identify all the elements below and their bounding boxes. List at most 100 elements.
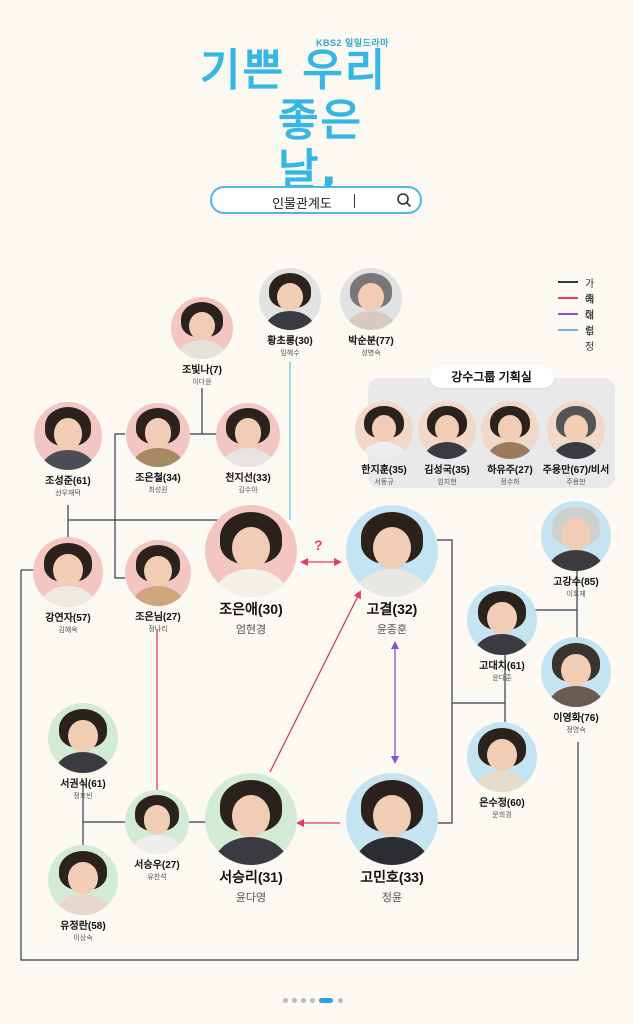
avatar: [171, 297, 233, 359]
person-park-sunbun[interactable]: 박순분(77) 성병숙: [337, 268, 405, 358]
person-jo-seongjun[interactable]: 조성준(61) 선우재덕: [33, 402, 103, 498]
love-lines: [156, 558, 361, 827]
person-name: 조은철(34): [135, 473, 181, 484]
actor-name: 이상숙: [73, 935, 93, 942]
avatar: [259, 268, 321, 330]
person-name: 유정란(58): [60, 921, 106, 932]
person-name: 고강수(85): [553, 577, 599, 588]
avatar: [205, 505, 297, 597]
actor-name: 임혜수: [280, 350, 300, 357]
page-dot[interactable]: [292, 998, 297, 1003]
avatar: [467, 722, 537, 792]
question-mark: ?: [314, 537, 323, 553]
person-name: 서권식(61): [60, 779, 106, 790]
actor-name: 이호재: [566, 591, 586, 598]
actor-name: 성병숙: [361, 350, 381, 357]
actor-name: 임지현: [437, 479, 457, 486]
person-seo-seungri[interactable]: 서승리(31) 윤다영: [203, 773, 299, 905]
avatar: [355, 401, 413, 459]
page-dot[interactable]: [338, 998, 343, 1003]
person-name: 강연자(57): [45, 613, 91, 624]
person-name: 한지훈(35): [361, 465, 407, 476]
person-name: 황초롱(30): [267, 336, 313, 347]
person-lee-yeonghwa[interactable]: 이영화(76) 정영숙: [540, 637, 612, 735]
actor-name: 정영숙: [566, 727, 586, 734]
person-jo-euna[interactable]: 조은애(30) 엄현경: [203, 505, 299, 637]
line-gyeol-family: [437, 539, 505, 824]
page-dot[interactable]: [310, 998, 315, 1003]
person-eun-sujeong[interactable]: 은수정(60) 문희경: [466, 722, 538, 820]
person-name: 김성국(35): [424, 465, 470, 476]
person-seo-gwonsik[interactable]: 서권식(61) 정호빈: [47, 703, 119, 801]
avatar: [481, 401, 539, 459]
avatar: [205, 773, 297, 865]
person-kang-yeonja[interactable]: 강연자(57) 김혜옥: [32, 537, 104, 635]
avatar: [48, 703, 118, 773]
line-eunchul-eunnim: [114, 433, 125, 579]
person-go-gyeol[interactable]: 고결(32) 윤종훈: [344, 505, 440, 637]
avatar: [125, 540, 191, 606]
person-name: 조성준(61): [45, 476, 91, 487]
page-dot[interactable]: [301, 998, 306, 1003]
actor-name: 윤종훈: [376, 624, 408, 636]
person-name: 박순분(77): [348, 336, 394, 347]
person-jo-binna[interactable]: 조빛나(7) 이다윤: [168, 297, 236, 387]
person-jo-eunchul[interactable]: 조은철(34) 최성원: [123, 403, 193, 495]
person-name: 주용만(67)/비서: [542, 465, 610, 476]
arrow-seungri-gyeol: [269, 590, 361, 773]
title-line-1: 기쁜 우리: [200, 45, 388, 96]
page-dot-active[interactable]: [319, 998, 333, 1003]
avatar: [541, 637, 611, 707]
person-name: 은수정(60): [479, 798, 525, 809]
person-name: 이영화(76): [553, 713, 599, 724]
person-go-minho[interactable]: 고민호(33) 정윤: [344, 773, 440, 905]
actor-name: 주용만: [566, 479, 586, 486]
actor-name: 윤다영: [235, 892, 267, 904]
avatar: [33, 537, 103, 607]
line-seongjun-yeonja: [67, 505, 220, 540]
avatar: [340, 268, 402, 330]
person-name: 서승리(31): [219, 869, 283, 885]
line-outer-frame: [20, 570, 579, 961]
actor-name: 최성원: [148, 487, 168, 494]
person-seo-seungu[interactable]: 서승우(27) 유찬석: [124, 790, 190, 882]
title-line-2: 좋은 날,: [278, 95, 363, 196]
actor-name: 정호빈: [73, 793, 93, 800]
person-name: 조빛나(7): [182, 365, 222, 376]
person-han-jihun[interactable]: 한지훈(35) 서동규: [352, 401, 416, 487]
line-binna-parents: [188, 388, 218, 435]
group-title: 강수그룹 기획실: [429, 366, 554, 388]
avatar: [467, 585, 537, 655]
person-go-daechi[interactable]: 고대치(61) 윤다훈: [466, 585, 538, 683]
avatar: [346, 505, 438, 597]
actor-name: 김수아: [238, 487, 258, 494]
avatar: [125, 790, 189, 854]
avatar: [418, 401, 476, 459]
person-name: 고대치(61): [479, 661, 525, 672]
person-name: 조은애(30): [219, 601, 283, 617]
actor-name: 엄현경: [235, 624, 267, 636]
person-name: 하유주(27): [487, 465, 533, 476]
person-yu-jeongran[interactable]: 유정란(58) 이상숙: [47, 845, 119, 943]
person-name: 조은님(27): [135, 612, 181, 623]
person-cheon-jiseon[interactable]: 천지선(33) 김수아: [213, 403, 283, 495]
person-ju-yongman[interactable]: 주용만(67)/비서 주용만: [538, 401, 614, 487]
text-caret: [354, 194, 355, 208]
avatar: [346, 773, 438, 865]
person-kim-seongguk[interactable]: 김성국(35) 임지현: [415, 401, 479, 487]
actor-name: 이다윤: [192, 379, 212, 386]
person-jo-eunnim[interactable]: 조은님(27) 정나리: [123, 540, 193, 634]
person-hwang-chorong[interactable]: 황초롱(30) 임혜수: [256, 268, 324, 358]
search-text: 인물관계도: [272, 196, 332, 211]
person-go-gangsu[interactable]: 고강수(85) 이호재: [540, 501, 612, 599]
search-box[interactable]: 인물관계도: [210, 186, 422, 214]
person-ha-yuju[interactable]: 하유주(27) 정수하: [478, 401, 542, 487]
person-name: 고결(32): [366, 601, 418, 617]
avatar: [216, 403, 280, 467]
avatar: [126, 403, 190, 467]
page-dot[interactable]: [283, 998, 288, 1003]
line-daechi-parents: [504, 570, 578, 703]
search-icon[interactable]: [396, 192, 412, 208]
actor-name: 김혜옥: [58, 627, 78, 634]
